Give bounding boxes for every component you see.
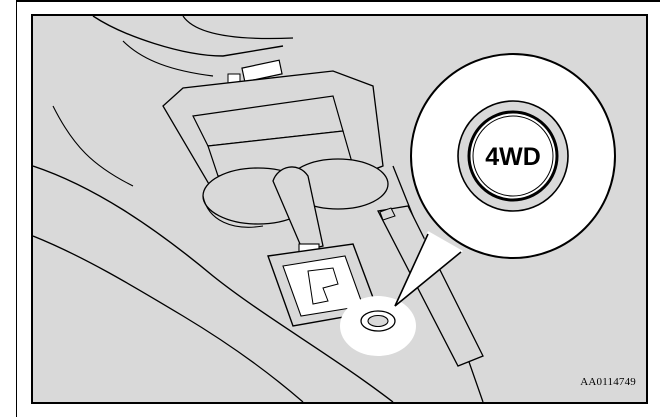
figure-code: AA0114749	[580, 376, 636, 388]
center-console-illustration: 4WD	[33, 16, 646, 402]
4wd-button-small-inner	[368, 316, 388, 327]
4wd-label: 4WD	[485, 143, 541, 171]
illustration-frame: 4WD AA0114749	[31, 14, 648, 404]
